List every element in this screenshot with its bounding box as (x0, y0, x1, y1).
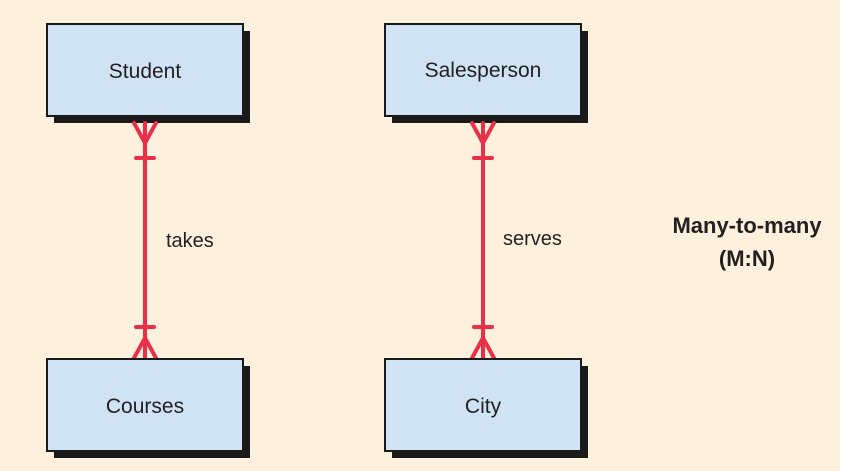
entity-city-label: City (465, 395, 502, 418)
connector-left (132, 121, 158, 360)
caption-line-1: Many-to-many (672, 213, 822, 238)
entity-salesperson-box (384, 23, 582, 117)
entity-city-box (384, 358, 582, 452)
crows-foot-top-right-a (470, 121, 485, 145)
entity-courses-label: Courses (106, 395, 184, 418)
crows-foot-top-left-b (143, 121, 158, 145)
relationship-left-label: takes (166, 230, 214, 252)
entity-student-box (46, 23, 244, 117)
caption: Many-to-many (M:N) (672, 213, 822, 271)
relationship-left: Student takes Courses (46, 23, 250, 458)
connector-right (470, 121, 496, 360)
relationship-right-label: serves (503, 228, 562, 250)
crows-foot-bottom-left-a (132, 336, 147, 360)
crows-foot-bottom-right-b (481, 336, 496, 360)
crows-foot-bottom-right-a (470, 336, 485, 360)
entity-salesperson-label: Salesperson (425, 59, 542, 82)
crows-foot-top-left-a (132, 121, 147, 145)
relationship-right: Salesperson serves City (384, 23, 588, 458)
entity-courses-box (46, 358, 244, 452)
caption-line-2: (M:N) (719, 246, 775, 271)
entity-student-label: Student (109, 60, 182, 83)
crows-foot-top-right-b (481, 121, 496, 145)
crows-foot-bottom-left-b (143, 336, 158, 360)
